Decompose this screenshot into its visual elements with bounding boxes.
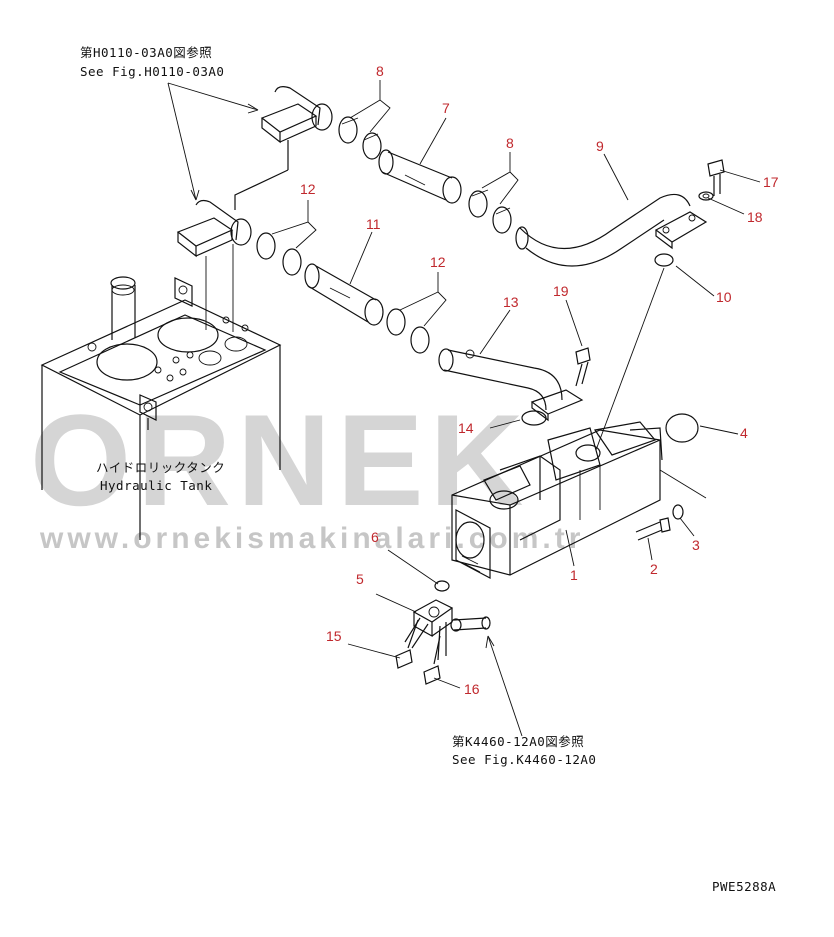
bottom-reference-jp: 第K4460-12A0図参照 [452, 734, 584, 749]
hose-clamp-upper-1 [338, 116, 382, 160]
callout-1[interactable]: 1 [570, 567, 578, 583]
callout-labels: 8 7 8 9 17 18 12 11 12 10 19 13 4 14 3 6… [300, 63, 779, 697]
top-reference-en: See Fig.H0110-03A0 [80, 64, 224, 79]
callout-4[interactable]: 4 [740, 425, 748, 441]
callout-16[interactable]: 16 [464, 681, 480, 697]
bottom-reference-en: See Fig.K4460-12A0 [452, 752, 596, 767]
callout-12b[interactable]: 12 [430, 254, 446, 270]
tank-outlet-elbow-upper [234, 86, 333, 210]
bolt-19 [575, 347, 591, 387]
watermark-url: www.ornekismakinalari.com.tr [39, 522, 584, 555]
tank-label-en: Hydraulic Tank [100, 478, 212, 493]
callout-19[interactable]: 19 [553, 283, 569, 299]
callout-9[interactable]: 9 [596, 138, 604, 154]
lower-hose-11 [304, 263, 384, 326]
suction-pipe-9 [515, 193, 708, 267]
callout-13[interactable]: 13 [503, 294, 519, 310]
hose-fitting [450, 616, 491, 632]
drawing-code: PWE5288A [712, 879, 776, 894]
flange-5 [404, 599, 454, 661]
callout-3[interactable]: 3 [692, 537, 700, 553]
callout-10[interactable]: 10 [716, 289, 732, 305]
tank-outlet-elbow-lower [176, 199, 252, 332]
bolt-17 [707, 159, 725, 196]
tank-label-jp: ハイドロリックタンク [96, 460, 225, 475]
callout-14[interactable]: 14 [458, 420, 474, 436]
hydraulic-pump-assembly [451, 421, 663, 579]
o-ring-6 [434, 580, 450, 592]
callout-2[interactable]: 2 [650, 561, 658, 577]
hydraulic-tank [40, 276, 282, 540]
callout-11[interactable]: 11 [366, 216, 381, 232]
suction-pipe-13 [438, 348, 584, 422]
callout-12a[interactable]: 12 [300, 181, 316, 197]
hose-clamp-upper-2 [468, 189, 512, 234]
callout-6[interactable]: 6 [371, 529, 379, 545]
washer-18 [698, 191, 714, 201]
hose-clamp-lower-1 [256, 232, 302, 276]
callout-5[interactable]: 5 [356, 571, 364, 587]
o-ring-14 [521, 410, 547, 426]
callout-8b[interactable]: 8 [506, 135, 514, 151]
o-ring-10 [654, 253, 674, 267]
callout-15[interactable]: 15 [326, 628, 342, 644]
hose-clamp-lower-2 [386, 308, 430, 354]
watermark-brand: ORNEK [30, 387, 529, 533]
upper-hose-7 [378, 149, 462, 204]
callout-8a[interactable]: 8 [376, 63, 384, 79]
washer-3 [672, 504, 684, 520]
callout-17[interactable]: 17 [763, 174, 779, 190]
bolt-2 [635, 517, 671, 541]
o-ring-4 [665, 413, 699, 443]
callout-7[interactable]: 7 [442, 100, 450, 116]
leader-lines [271, 80, 761, 689]
bolt-15 [395, 619, 419, 669]
bolt-16 [423, 635, 441, 685]
callout-18[interactable]: 18 [747, 209, 763, 225]
top-reference-jp: 第H0110-03A0図参照 [80, 45, 212, 60]
